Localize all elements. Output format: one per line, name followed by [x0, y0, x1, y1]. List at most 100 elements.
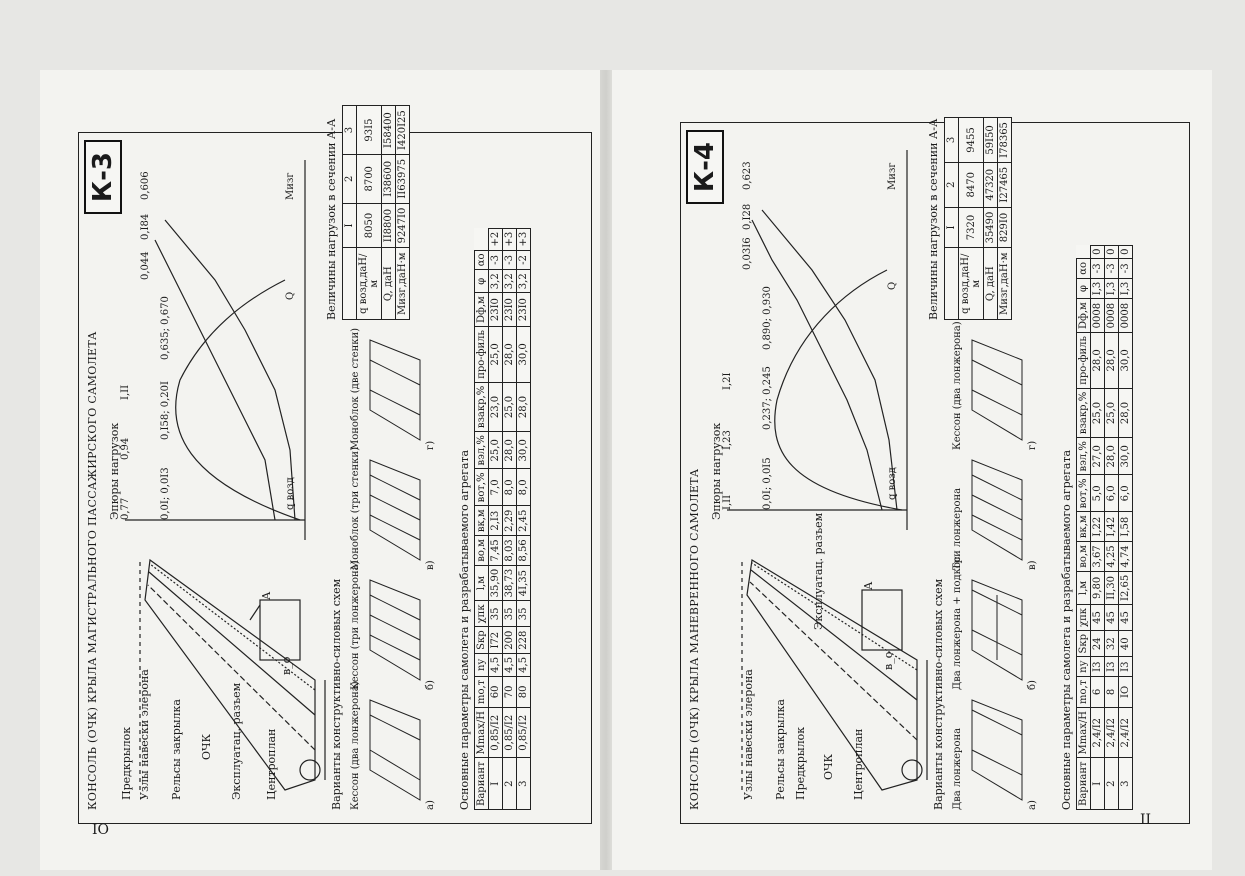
- params-cell: 28,0: [502, 431, 517, 469]
- params-cell: I3: [1104, 656, 1119, 677]
- table-row: q возд,даН/м 8050 8700 93I5: [356, 105, 382, 320]
- params-header: вэл,%: [1076, 437, 1091, 475]
- params-cell: 8,0: [502, 468, 517, 506]
- loads-cell: 47320: [983, 162, 998, 208]
- params-cell: 0008: [1104, 298, 1119, 333]
- params-cell: I3: [1090, 656, 1105, 677]
- params-cell: 8,03: [502, 535, 517, 566]
- loads-cell: I78365: [997, 117, 1012, 163]
- params-cell: 30,0: [516, 326, 531, 383]
- M-value-1: 0,03I6: [742, 237, 753, 270]
- loads-cell: 9247I0: [395, 203, 410, 248]
- params-cell: 7,0: [488, 468, 503, 506]
- params-cell: I: [1090, 757, 1105, 810]
- params-header: nу: [474, 653, 489, 677]
- scheme-a-letter: а): [1027, 800, 1038, 810]
- params-cell: 2,4/I2: [1118, 707, 1133, 758]
- params-cell: 0,85/I2: [488, 707, 503, 758]
- wing-planform-drawing: [139, 558, 326, 791]
- params-table: Вариант Mmax/H mо,т nу Sкр χпк l,м во,м …: [1076, 244, 1133, 810]
- params-cell: 3,2: [502, 269, 517, 293]
- table-row: Mизг,даН·м 9247I0 II63975 I420I25: [395, 105, 410, 320]
- scheme-sketches: [971, 339, 1023, 801]
- params-title: Основные параметры самолета и разрабатыв…: [1060, 449, 1073, 810]
- params-header: Sкр: [474, 626, 489, 654]
- table-row: 3 0,85/I2 80 4,5 228 35 4I,35 8,56 2,45 …: [516, 228, 531, 810]
- params-cell: 4,25: [1104, 541, 1119, 572]
- loads-cell: 7320: [958, 207, 984, 248]
- params-header: во,м: [474, 535, 489, 566]
- loads-cell: I420I25: [395, 105, 410, 155]
- params-cell: IO: [1118, 676, 1133, 708]
- loads-table: I 2 3 q возд,даН/м 7320 8470 9455 Q, даН…: [944, 117, 1012, 320]
- params-cell: 3: [516, 757, 531, 810]
- params-cell: I,3: [1104, 278, 1119, 299]
- params-cell: 2: [502, 757, 517, 810]
- right-page: II К-4 КОНСОЛЬ (ОЧК) КРЫЛА МАНЕВРЕННОГО …: [612, 70, 1212, 870]
- book-gutter: [598, 70, 614, 870]
- left-page-frame: [78, 132, 592, 824]
- scheme-c-label: Моноблок (три стенки): [350, 447, 361, 570]
- params-cell: 35: [488, 600, 503, 627]
- callout-flap-rails: Рельсы закрылка: [774, 699, 787, 800]
- params-cell: 25,0: [488, 326, 503, 383]
- loads-cell: II8800: [381, 203, 396, 248]
- Q-value-1: 0,0I; 0,0I3: [160, 467, 171, 520]
- params-cell: 6,0: [1118, 474, 1133, 512]
- params-cell: 35: [502, 600, 517, 627]
- params-cell: 45: [1090, 604, 1105, 631]
- schemes-title: Варианты конструктивно-силовых схем: [932, 578, 945, 810]
- loads-header-empty: [342, 247, 357, 320]
- params-cell: I,58: [1118, 511, 1133, 542]
- params-cell: 200: [502, 626, 517, 654]
- params-cell: 25,0: [488, 431, 503, 469]
- M-value-3: 0,623: [742, 161, 753, 190]
- loads-cell: 829I0: [997, 207, 1012, 248]
- loads-row-name: q возд,даН/м: [356, 247, 382, 320]
- params-cell: I,3: [1118, 278, 1133, 299]
- params-cell: -3: [1118, 258, 1133, 279]
- params-header: Вариант: [474, 757, 489, 810]
- params-cell: 8: [1104, 676, 1119, 708]
- q-value-1: I,II: [722, 494, 733, 510]
- q-value-1: 0,77: [120, 497, 131, 520]
- callout-slat: Предкрылок: [120, 726, 133, 800]
- params-cell: +2: [488, 228, 503, 251]
- params-cell: -3: [488, 250, 503, 270]
- params-cell: 45: [1118, 604, 1133, 631]
- Q-value-2: 0,I58; 0,20I: [160, 381, 171, 440]
- right-page-number: II: [1140, 812, 1152, 828]
- params-cell: 25,0: [1104, 388, 1119, 438]
- params-cell: 4I,35: [516, 565, 531, 601]
- params-cell: 3,67: [1090, 541, 1105, 572]
- params-cell: 0: [1118, 245, 1133, 259]
- sheet-badge-k3: К-3: [84, 140, 122, 215]
- scheme-c-letter: в): [425, 560, 436, 570]
- params-cell: +3: [516, 228, 531, 251]
- params-cell: 35,90: [488, 565, 503, 601]
- params-cell: 4,74: [1118, 541, 1133, 572]
- params-cell: 3: [1118, 757, 1133, 810]
- callout-aileron-hinges: Узлы навески элерона: [138, 669, 151, 800]
- Q-value-3: 0,890; 0,930: [762, 286, 773, 350]
- scheme-d-label: Кессон (два лонжерона): [952, 321, 963, 450]
- params-header: взакр,%: [1076, 388, 1091, 438]
- loads-cell: I27465: [997, 162, 1012, 208]
- loads-row-name: Q, даН: [983, 247, 998, 320]
- params-cell: 23I0: [516, 292, 531, 327]
- loads-row-name: Mизг,даН·м: [997, 247, 1012, 320]
- table-row: Mизг,даН·м 829I0 I27465 I78365: [997, 117, 1012, 320]
- params-header: Sкр: [1076, 630, 1091, 657]
- callout-ochk: ОЧК: [200, 733, 213, 760]
- M-value-1: 0,044: [140, 251, 151, 280]
- sheet-title: КОНСОЛЬ (ОЧК) КРЫЛА МАНЕВРЕННОГО САМОЛЕТ…: [688, 468, 701, 810]
- params-header: вк,м: [474, 505, 489, 536]
- loads-cell: 8050: [356, 203, 382, 248]
- loads-table: I 2 3 q возд,даН/м 8050 8700 93I5 Q, даН…: [342, 105, 410, 320]
- params-cell: -2: [516, 250, 531, 270]
- params-header: φ: [474, 269, 489, 293]
- scheme-sketches: [369, 339, 421, 801]
- params-cell: 80: [516, 676, 531, 708]
- params-cell: 35: [516, 600, 531, 627]
- callout-aileron-hinges: Узлы навески элерона: [742, 669, 755, 800]
